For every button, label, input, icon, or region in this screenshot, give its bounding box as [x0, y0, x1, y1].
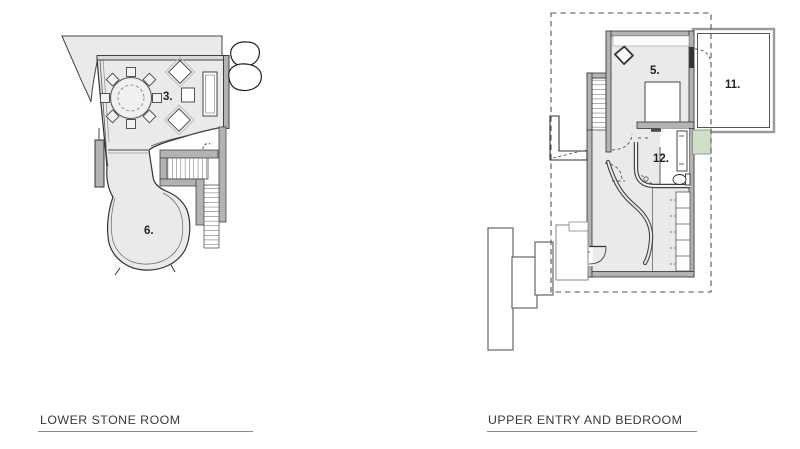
green-storage [692, 129, 712, 155]
bed [644, 81, 681, 123]
site-step [511, 256, 538, 309]
bed-headboard-wall [636, 121, 695, 129]
s-curve-wall-core [607, 161, 653, 264]
planter-dashed-line [552, 149, 587, 159]
stone-wall-bottom-line [150, 126, 224, 147]
bedroom-left-wall [605, 30, 612, 153]
shower-cabinet [676, 130, 688, 172]
chair [152, 93, 162, 103]
right-wall [223, 55, 230, 129]
stair-band [159, 178, 199, 187]
terrace-door-leaf [689, 47, 694, 68]
lounge-seat [164, 56, 196, 88]
plan-titles: LOWER STONE ROOM UPPER ENTRY AND BEDROOM [38, 413, 697, 433]
upper-plan-title: UPPER ENTRY AND BEDROOM [488, 413, 682, 427]
rock-spike [114, 267, 121, 276]
site-step [534, 241, 554, 296]
room-label-11: 11. [725, 79, 740, 91]
wall-pier [94, 139, 105, 188]
bathroom-curved-wall-core [635, 142, 690, 187]
bottom-wall [586, 271, 695, 278]
site-steps [487, 227, 554, 351]
boulder [228, 63, 262, 92]
side-table [181, 87, 195, 103]
walls [586, 30, 695, 278]
closet [670, 191, 691, 272]
stair-band [195, 178, 205, 226]
chair [126, 119, 136, 129]
door-sill [651, 128, 661, 132]
corner-chair [614, 45, 634, 65]
bathroom-door-swing [611, 133, 633, 151]
door-symbol [202, 143, 211, 150]
room-label-12: 12. [653, 153, 669, 165]
porch [555, 224, 589, 281]
stone-wall-left-line [99, 59, 109, 167]
sideboard [202, 71, 218, 117]
terrace [691, 27, 776, 134]
chair [105, 72, 120, 87]
roof-overhang [61, 35, 223, 103]
stair-treads-upper [166, 157, 209, 180]
chair [142, 109, 157, 124]
stair-left-wall [586, 72, 593, 131]
drain-ticks [640, 175, 653, 184]
site-step [487, 227, 514, 351]
top-wall [608, 30, 695, 37]
round-table [109, 76, 153, 120]
top-wall [96, 55, 230, 61]
chair [105, 109, 120, 124]
lounge-seat [163, 104, 195, 136]
bathroom-fixtures [640, 128, 691, 186]
lower-plan-title: LOWER STONE ROOM [40, 413, 181, 427]
table-inner-dashed [117, 84, 145, 112]
chair [142, 72, 157, 87]
stair-band [159, 157, 168, 180]
stair-band [159, 149, 219, 159]
window-band [612, 35, 690, 47]
stair-treads-lower [203, 184, 220, 249]
stairs-lower-plan [159, 126, 227, 249]
plan-upper-entry-bedroom: 5. 11. 12. [487, 12, 776, 351]
room-label-3: 3. [163, 91, 173, 103]
floor-drain [643, 176, 649, 182]
cabinet-detail [679, 135, 684, 165]
boulder [230, 41, 261, 67]
stairs-upper-plan [591, 77, 607, 131]
porch-step [568, 221, 589, 232]
plan-lower-stone-room: 3. 6. [61, 35, 262, 276]
toilet [672, 174, 687, 185]
roof-dashed-outline [550, 12, 712, 293]
rock-spike [170, 264, 176, 273]
room-label-6: 6. [144, 225, 154, 237]
room-label-5: 5. [650, 65, 660, 77]
stone-room-inner-line [110, 192, 184, 265]
dining-table-group [100, 67, 162, 129]
stair-wall [218, 126, 227, 223]
hall-door-swing [604, 162, 623, 182]
chair [126, 67, 136, 77]
chair [100, 93, 110, 103]
planter-wall [549, 115, 588, 161]
